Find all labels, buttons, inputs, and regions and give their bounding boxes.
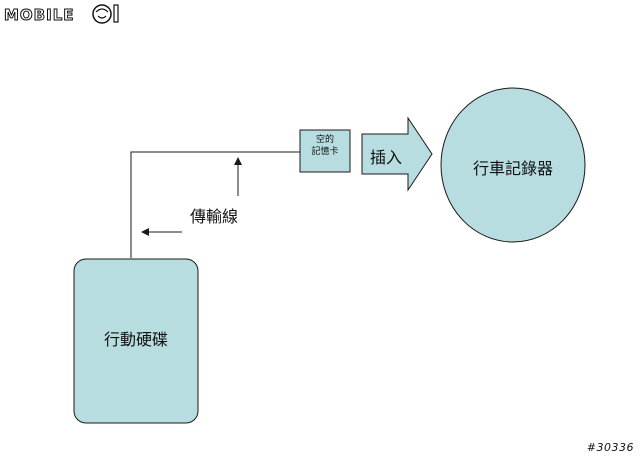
portable-hdd-label: 行動硬碟 — [103, 330, 168, 349]
dash-cam-label: 行車記錄器 — [472, 159, 553, 178]
memory-card-label: 空的 記憶卡 — [300, 134, 350, 158]
cable-connector-line — [130, 151, 300, 258]
insert-block-arrow — [361, 116, 433, 192]
memory-card-label-line-2: 記憶卡 — [311, 147, 339, 157]
cable-label: 傳輸線 — [190, 207, 239, 226]
portable-hdd-box — [73, 258, 199, 424]
mobile01-logo: MOBILE — [4, 4, 119, 25]
insert-label: 插入 — [370, 148, 403, 167]
memory-card-box — [299, 129, 351, 173]
memory-card-label-line-1: 空的 — [315, 135, 334, 145]
image-id-watermark: #30336 — [586, 441, 634, 454]
svg-text:MOBILE: MOBILE — [4, 6, 75, 24]
dash-cam-ellipse — [440, 87, 586, 243]
